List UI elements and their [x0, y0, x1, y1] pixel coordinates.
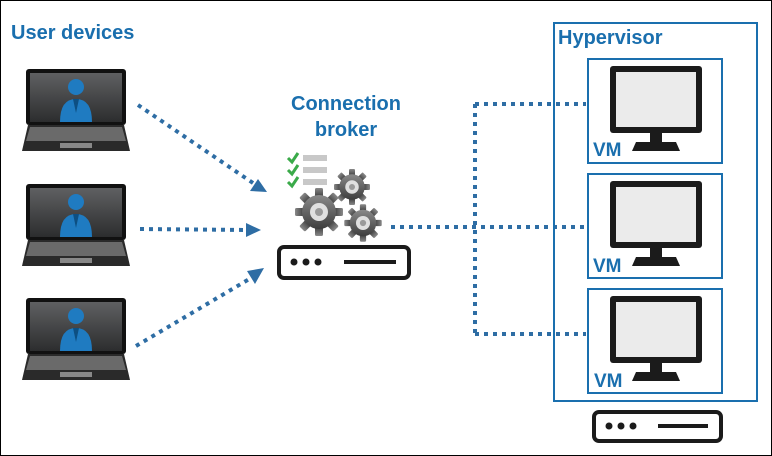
monitor-icon	[610, 181, 702, 266]
laptop-user-icon	[22, 298, 130, 380]
broker-label-line1: Connection	[291, 93, 401, 115]
arrow-head	[246, 223, 261, 237]
hypervisor-server-icon	[592, 410, 723, 443]
vm-label: VM	[593, 140, 622, 161]
vm-box	[587, 58, 723, 164]
connection-broker-label: Connection broker	[271, 91, 421, 143]
arrow-head	[247, 268, 264, 284]
connection-arrow	[134, 276, 253, 348]
vm-box	[587, 173, 723, 279]
user-devices-label: User devices	[11, 22, 135, 44]
checklist-icon	[286, 152, 327, 189]
vm-label: VM	[593, 256, 622, 277]
broker-label-line2: broker	[314, 119, 378, 141]
laptop-user-icon	[22, 69, 130, 151]
broker-server-icon	[277, 245, 411, 280]
laptop-user-icon	[22, 184, 130, 266]
connection-arrow	[139, 227, 248, 232]
vm-label: VM	[594, 371, 623, 392]
connection-arrow	[136, 103, 255, 185]
arrow-head	[250, 179, 267, 192]
monitor-icon	[610, 296, 702, 381]
vm-box	[587, 288, 723, 394]
hypervisor-box	[553, 22, 758, 402]
hypervisor-label: Hypervisor	[558, 27, 663, 49]
monitor-icon	[610, 66, 702, 151]
